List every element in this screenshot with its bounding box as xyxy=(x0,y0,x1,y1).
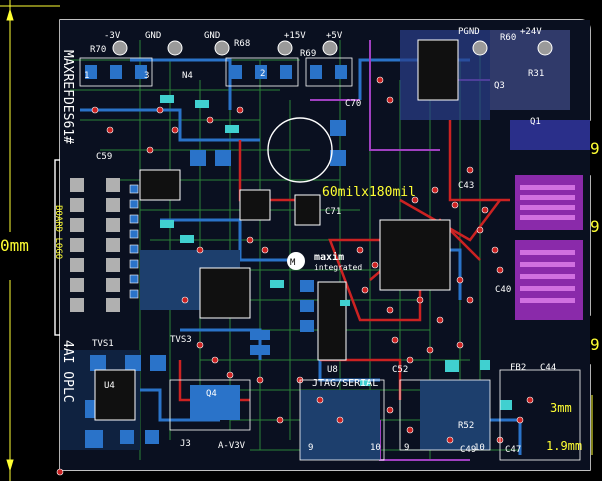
small-parts-cyan xyxy=(160,95,512,410)
label-fb2: FB2 xyxy=(510,363,527,373)
label-r69: R69 xyxy=(300,49,317,59)
maxim-logo-icon xyxy=(287,252,305,270)
label-gnd-2: GND xyxy=(204,31,221,41)
svg-text:M: M xyxy=(290,258,296,268)
label-plus5v: +5V xyxy=(326,31,343,41)
label-c49: C49 xyxy=(460,445,477,455)
label-pin-9: 9 xyxy=(308,443,314,453)
label-u4: U4 xyxy=(104,381,115,391)
label-board-logo: BOARD LOGO xyxy=(53,205,63,260)
label-pin-10: 10 xyxy=(370,443,381,453)
label-c44: C44 xyxy=(540,363,557,373)
label-c70: C70 xyxy=(345,99,362,109)
label-c71: C71 xyxy=(325,207,342,217)
label-r60: R60 xyxy=(500,33,517,43)
label-r52: R52 xyxy=(458,421,475,431)
label-tvs3: TVS3 xyxy=(170,335,192,345)
label-dim-right-2: 9 xyxy=(590,217,600,236)
label-r70: R70 xyxy=(90,45,107,55)
label-pin-2: 2 xyxy=(260,69,266,79)
label-q1: Q1 xyxy=(530,117,541,127)
label-dim-right-1: 9 xyxy=(590,139,600,158)
label-pin-3: 3 xyxy=(144,71,150,81)
large-capacitor-outline xyxy=(267,117,333,183)
label-maxrefdes: MAXREFDES61# xyxy=(60,50,75,144)
label-pin-1: 1 xyxy=(84,71,90,81)
label-r68: R68 xyxy=(234,39,251,49)
component-pads xyxy=(70,178,120,312)
label-maxim: maxim xyxy=(314,252,345,263)
label-dim-right-3: 9 xyxy=(590,335,600,354)
label-c59: C59 xyxy=(96,152,113,162)
label-q4: Q4 xyxy=(206,389,217,399)
label-jtag-serial: JTAG/SERIAL xyxy=(312,378,379,389)
label-dimension-vertical: 0mm xyxy=(0,236,29,255)
label-dim-3mm: 3mm xyxy=(550,401,572,415)
label-trace-width: 60milx180mil xyxy=(322,185,416,200)
label-dim-1-9mm: 1.9mm xyxy=(546,439,583,453)
label-av3v: A-V3V xyxy=(218,441,246,451)
label-c52: C52 xyxy=(392,365,409,375)
vias xyxy=(56,76,534,476)
label-pgnd: PGND xyxy=(458,27,480,37)
label-c40: C40 xyxy=(495,285,512,295)
silk-outlines xyxy=(79,57,581,461)
label-plc: 4AI OPLC xyxy=(60,340,75,403)
label-integrated: integrated xyxy=(314,263,363,272)
label-pin-9b: 9 xyxy=(404,443,410,453)
magenta-fingers xyxy=(520,185,575,303)
pinheader-column xyxy=(129,184,139,299)
label-u8: U8 xyxy=(327,365,338,375)
label-plus24v: +24V xyxy=(520,27,542,37)
label-minus3v: -3V xyxy=(104,31,121,41)
label-pin-10b: 10 xyxy=(474,443,485,453)
label-tvs1: TVS1 xyxy=(92,339,114,349)
label-r31: R31 xyxy=(528,69,545,79)
label-gnd-1: GND xyxy=(145,31,162,41)
label-j3: J3 xyxy=(180,439,191,449)
label-n4: N4 xyxy=(182,71,193,81)
mounting-holes xyxy=(112,40,553,56)
label-c43: C43 xyxy=(458,181,475,191)
ic-bodies xyxy=(94,39,459,421)
label-q3: Q3 xyxy=(494,81,505,91)
label-c47: C47 xyxy=(505,445,522,455)
label-plus15v: +15V xyxy=(284,31,306,41)
